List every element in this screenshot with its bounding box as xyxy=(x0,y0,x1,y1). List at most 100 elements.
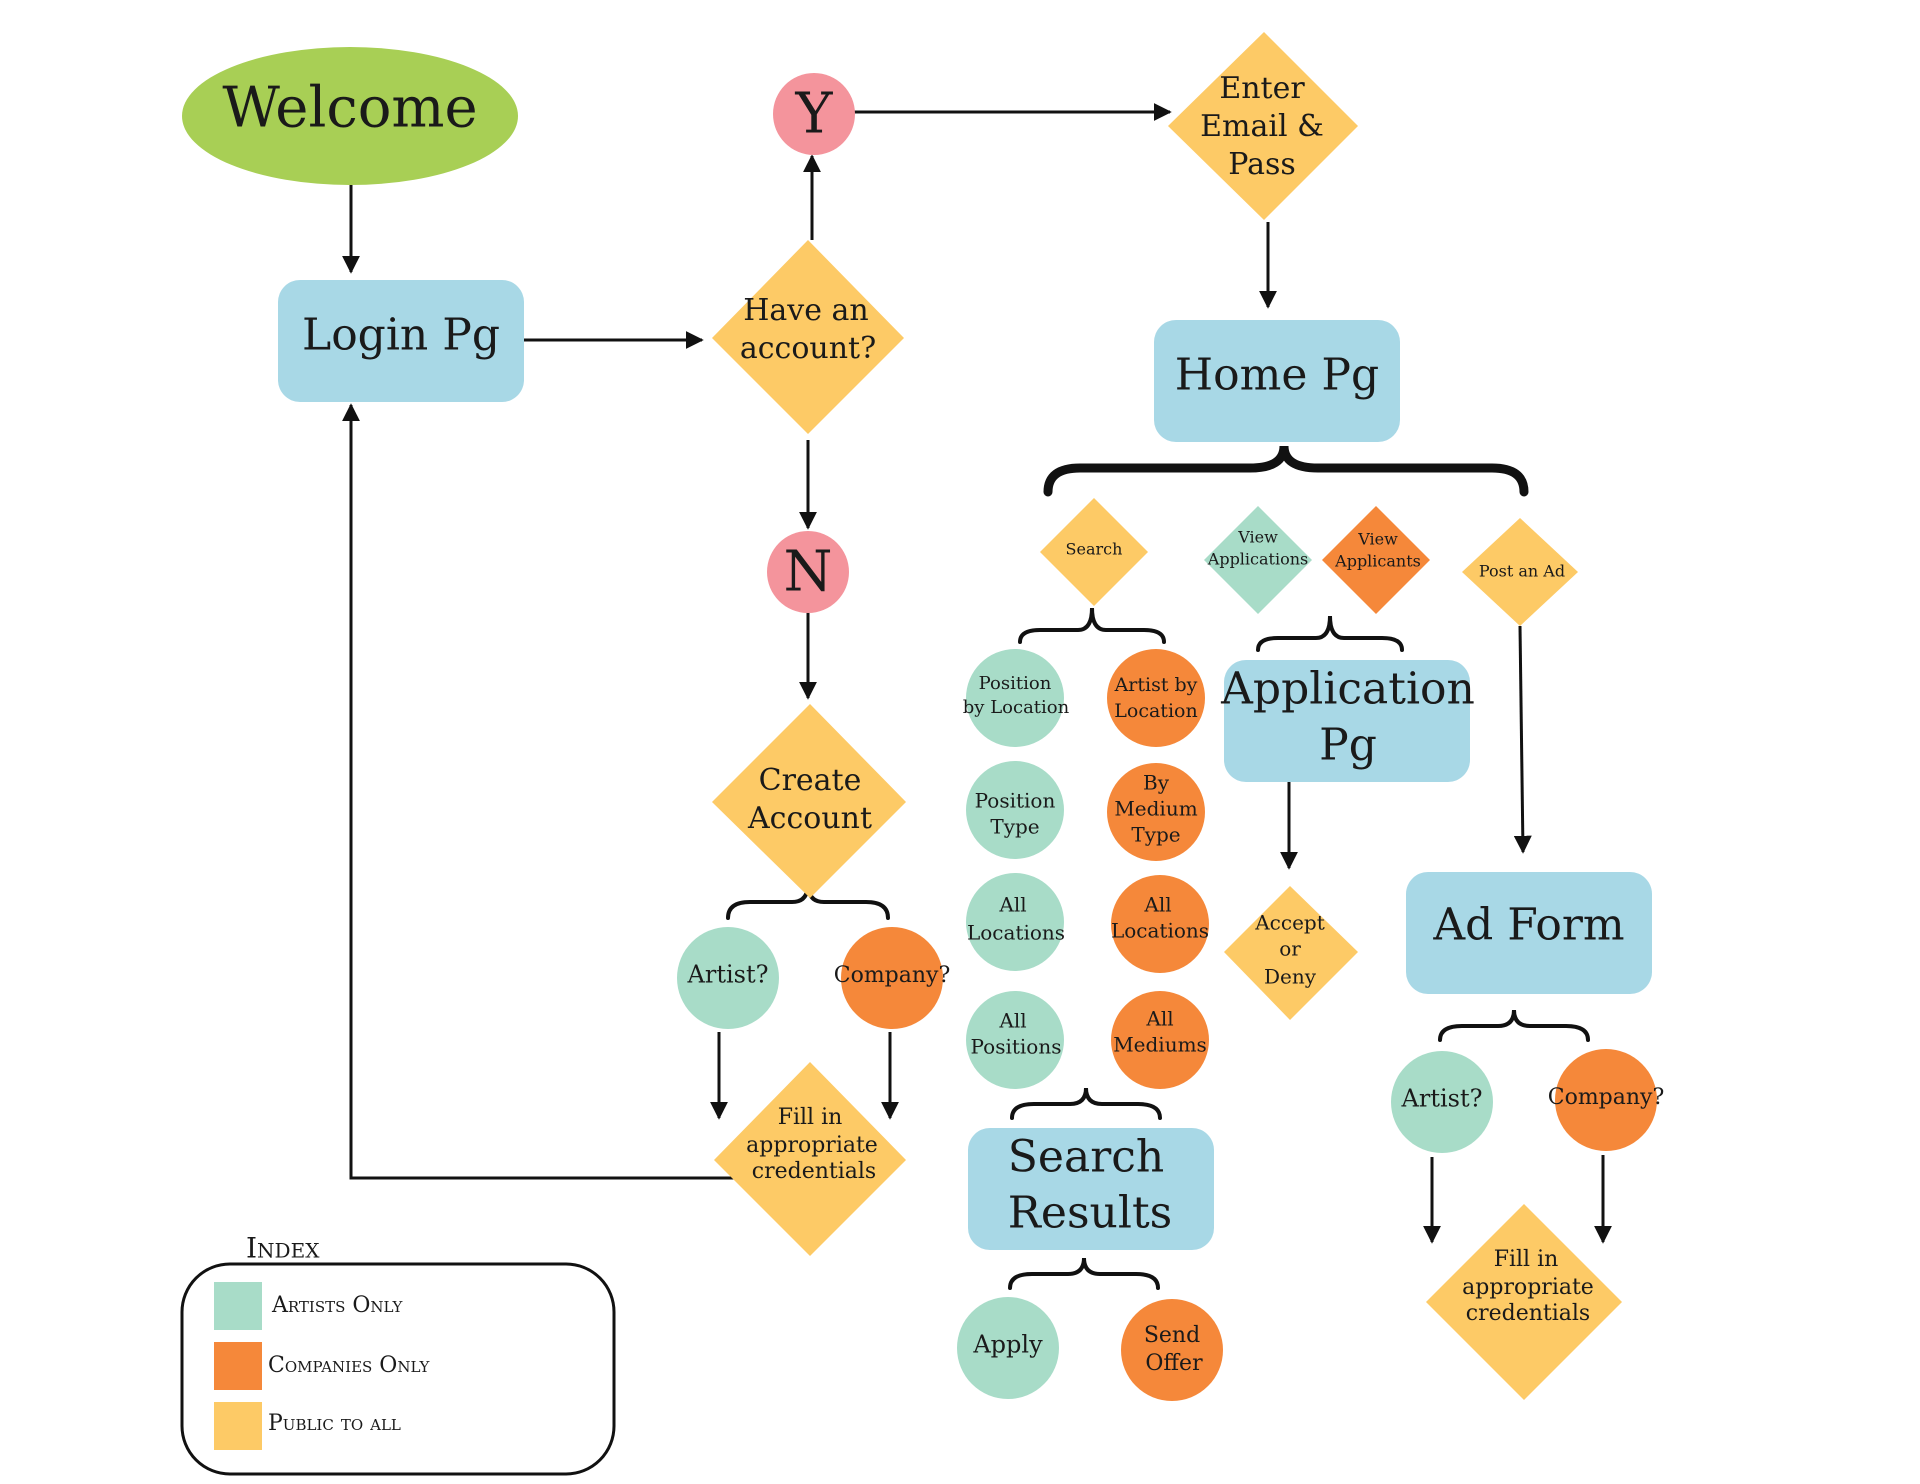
send-offer-line2: Offer xyxy=(1145,1351,1203,1376)
search-decision: Search xyxy=(1040,498,1148,606)
view-applications-line2: Applications xyxy=(1207,550,1308,569)
search-option-artist-by-location: Artist by Location xyxy=(1107,649,1205,747)
al-line1: All xyxy=(998,893,1026,917)
search-option-all-locations-company: All Locations xyxy=(1111,875,1209,973)
ad-fill-line3: credentials xyxy=(1466,1301,1590,1326)
brace-ad-form xyxy=(1438,1009,1590,1042)
brace-applications xyxy=(1256,615,1404,652)
search-option-all-positions: All Positions xyxy=(966,991,1064,1089)
home-label: Home Pg xyxy=(1175,350,1379,401)
search-option-position-type: Position Type xyxy=(966,761,1064,859)
legend-label-artists: Artists Only xyxy=(271,1293,404,1318)
have-account-decision: Have an account? xyxy=(712,240,904,434)
post-ad-label: Post an Ad xyxy=(1479,562,1565,581)
have-account-line2: account? xyxy=(740,331,876,366)
artist-question-label: Artist? xyxy=(687,961,769,989)
bmt-line3: Type xyxy=(1131,823,1180,847)
search-results-node: Search Results xyxy=(968,1128,1214,1250)
search-option-all-mediums: All Mediums xyxy=(1111,991,1209,1089)
ad-company-question-node: Company? xyxy=(1548,1049,1665,1151)
accept-line2: or xyxy=(1279,937,1301,961)
legend-swatch-public xyxy=(214,1402,262,1450)
ad-form-label: Ad Form xyxy=(1432,900,1624,951)
create-account-line1: Create xyxy=(759,763,862,798)
view-applicants-line2: Applicants xyxy=(1334,552,1421,571)
enter-email-line3: Pass xyxy=(1228,147,1296,182)
yes-label: Y xyxy=(795,82,834,147)
am-line1: All xyxy=(1145,1007,1173,1031)
pbl-line2: by Location xyxy=(963,697,1070,718)
no-node: N xyxy=(767,531,849,613)
enter-email-line1: Enter xyxy=(1219,71,1305,106)
company-question-label: Company? xyxy=(834,963,951,988)
login-label: Login Pg xyxy=(302,310,500,361)
application-line1: Application xyxy=(1220,664,1475,715)
ap-line1: All xyxy=(998,1009,1026,1033)
artist-question-node: Artist? xyxy=(677,927,779,1029)
abl-line1: Artist by xyxy=(1114,674,1198,696)
brace-home xyxy=(1043,445,1529,497)
search-results-line2: Results xyxy=(1008,1188,1172,1239)
edge-post-ad-form xyxy=(1513,625,1532,854)
al-line2: Locations xyxy=(967,921,1065,945)
brace-search-results xyxy=(1010,1087,1162,1120)
fill-line2: appropriate xyxy=(746,1133,878,1158)
legend-swatch-artists xyxy=(214,1282,262,1330)
home-page-node: Home Pg xyxy=(1154,320,1400,442)
brace-apply-offer xyxy=(1008,1257,1160,1290)
fill-line1: Fill in xyxy=(778,1105,843,1130)
ad-company-question-label: Company? xyxy=(1548,1085,1665,1110)
pt-line1: Position xyxy=(975,789,1056,813)
ad-artist-question-node: Artist? xyxy=(1391,1051,1493,1153)
legend-swatch-companies xyxy=(214,1342,262,1390)
edges xyxy=(342,103,1612,1244)
fill-credentials-decision: Fill in appropriate credentials xyxy=(714,1062,906,1256)
no-label: N xyxy=(784,540,833,605)
ad-fill-credentials-decision: Fill in appropriate credentials xyxy=(1426,1204,1622,1400)
bmt-line1: By xyxy=(1143,771,1170,795)
have-account-line1: Have an xyxy=(743,293,869,328)
ap-line2: Positions xyxy=(971,1035,1062,1059)
application-line2: Pg xyxy=(1319,720,1377,771)
search-label: Search xyxy=(1066,540,1123,559)
legend-box xyxy=(180,1262,616,1476)
brace-search xyxy=(1018,607,1166,644)
am-line2: Mediums xyxy=(1113,1033,1207,1057)
search-option-by-medium-type: By Medium Type xyxy=(1107,763,1205,861)
accept-deny-decision: Accept or Deny xyxy=(1224,886,1358,1020)
edge-fill-login xyxy=(342,403,742,1180)
view-applications-decision: View Applications xyxy=(1204,506,1312,614)
pt-line2: Type xyxy=(990,815,1039,839)
post-ad-decision: Post an Ad xyxy=(1462,518,1578,626)
ad-fill-line1: Fill in xyxy=(1494,1247,1559,1272)
view-applicants-line1: View xyxy=(1357,530,1398,549)
enter-email-line2: Email & xyxy=(1200,109,1324,144)
abl-line2: Location xyxy=(1114,700,1197,722)
fill-line3: credentials xyxy=(752,1159,876,1184)
company-question-node: Company? xyxy=(834,927,951,1029)
login-page-node: Login Pg xyxy=(278,280,524,402)
create-account-decision: Create Account xyxy=(712,704,906,898)
accept-line1: Accept xyxy=(1254,911,1325,935)
search-option-all-locations-artist: All Locations xyxy=(966,873,1065,971)
enter-email-pass-decision: Enter Email & Pass xyxy=(1168,32,1358,220)
alc-line1: All xyxy=(1143,893,1171,917)
pbl-line1: Position xyxy=(979,673,1052,694)
ad-form-node: Ad Form xyxy=(1406,872,1652,994)
ad-fill-line2: appropriate xyxy=(1462,1275,1594,1300)
legend-label-public: Public to all xyxy=(268,1411,401,1436)
apply-node: Apply xyxy=(957,1297,1059,1399)
legend-title: Index xyxy=(246,1232,320,1265)
yes-node: Y xyxy=(773,73,855,155)
application-page-node: Application Pg xyxy=(1220,660,1475,782)
welcome-label: Welcome xyxy=(222,76,477,141)
alc-line2: Locations xyxy=(1111,919,1209,943)
search-results-line1: Search xyxy=(1008,1132,1164,1183)
send-offer-line1: Send xyxy=(1144,1323,1200,1348)
ad-artist-question-label: Artist? xyxy=(1401,1085,1483,1113)
apply-label: Apply xyxy=(972,1331,1043,1359)
accept-line3: Deny xyxy=(1264,965,1317,989)
legend: Index Artists Only Companies Only Public… xyxy=(180,1232,616,1476)
